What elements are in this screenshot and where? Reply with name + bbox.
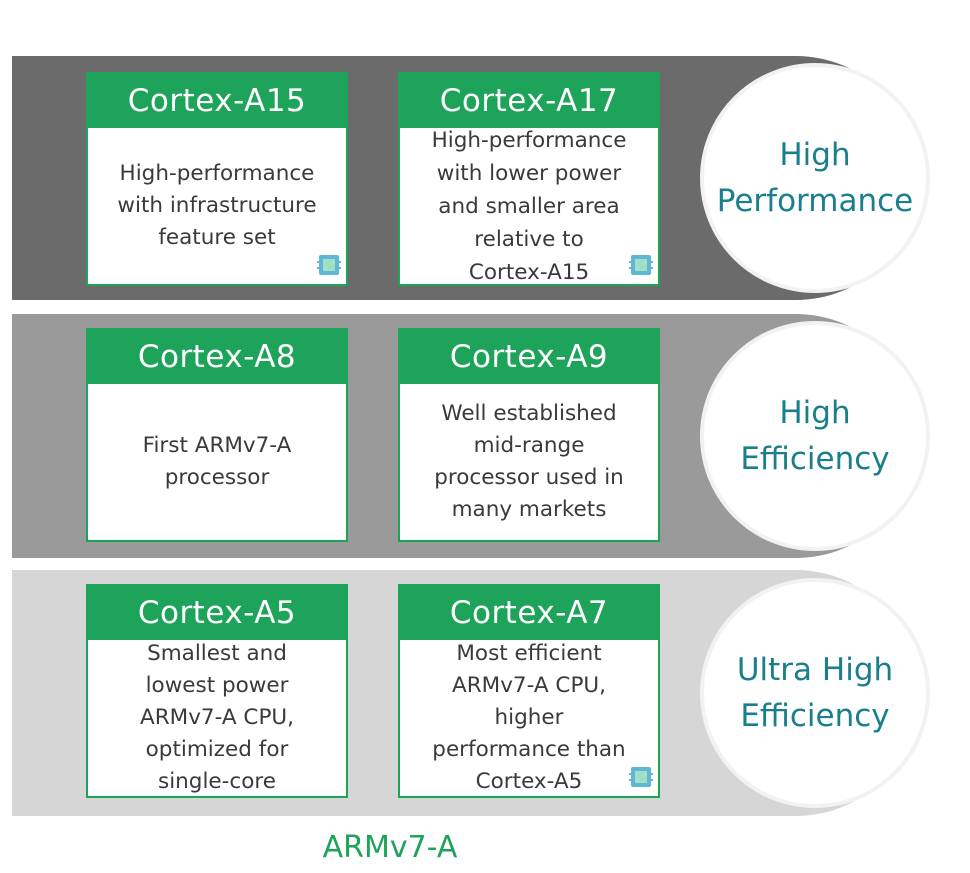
card-description: High-performance with infrastructure fea…	[88, 128, 346, 284]
card-description-text: High-performance with lower power and sm…	[431, 127, 627, 285]
card-cortex-a9: Cortex-A9 Well established mid-range pro…	[398, 328, 660, 542]
card-cortex-a8: Cortex-A8 First ARMv7-A processor	[86, 328, 348, 542]
card-cortex-a7: Cortex-A7 Most efficient ARMv7-A CPU, hi…	[398, 584, 660, 798]
architecture-label: ARMv7-A	[322, 830, 458, 865]
card-title: Cortex-A9	[400, 330, 658, 384]
chip-icon	[629, 767, 653, 787]
card-title: Cortex-A17	[400, 74, 658, 128]
chip-icon	[629, 255, 653, 275]
category-circle-high-efficiency: High Efficiency	[700, 321, 930, 551]
card-description-text: Well established mid-range processor use…	[434, 401, 624, 522]
chip-icon	[317, 255, 341, 275]
card-title: Cortex-A8	[88, 330, 346, 384]
card-cortex-a5: Cortex-A5 Smallest and lowest power ARMv…	[86, 584, 348, 798]
card-title: Cortex-A15	[88, 74, 346, 128]
card-cortex-a15: Cortex-A15 High-performance with infrast…	[86, 72, 348, 286]
card-description: First ARMv7-A processor	[88, 384, 346, 540]
card-description: Well established mid-range processor use…	[400, 384, 658, 540]
category-circle-high-performance: High Performance	[700, 63, 930, 293]
category-circle-ultra-high-efficiency: Ultra High Efficiency	[700, 578, 930, 808]
card-description-text: High-performance with infrastructure fea…	[117, 161, 317, 250]
card-title: Cortex-A7	[400, 586, 658, 640]
card-title: Cortex-A5	[88, 586, 346, 640]
card-description-text: Most efficient ARMv7-A CPU, higher perfo…	[432, 641, 626, 794]
card-description-text: First ARMv7-A processor	[142, 433, 292, 490]
card-cortex-a17: Cortex-A17 High-performance with lower p…	[398, 72, 660, 286]
card-description: High-performance with lower power and sm…	[400, 128, 658, 285]
card-description: Most efficient ARMv7-A CPU, higher perfo…	[400, 640, 658, 796]
card-description-text: Smallest and lowest power ARMv7-A CPU, o…	[140, 641, 294, 794]
card-description: Smallest and lowest power ARMv7-A CPU, o…	[88, 640, 346, 796]
